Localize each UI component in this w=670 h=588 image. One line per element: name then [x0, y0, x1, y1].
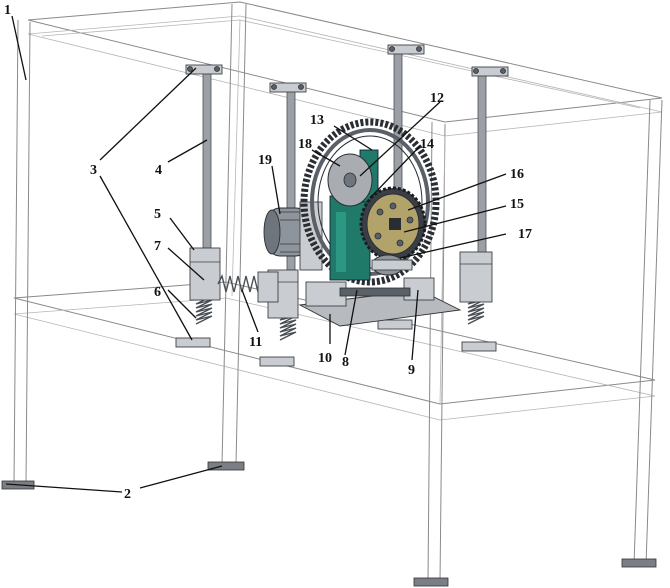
label-14: 14: [420, 137, 434, 152]
label-16: 16: [510, 167, 524, 182]
label-9: 9: [408, 363, 415, 378]
base-assembly: [217, 271, 462, 327]
lead-screws: [185, 44, 509, 271]
leader-lines: [5, 15, 507, 493]
part-labels: 1 2 3 4 5 6 7 8 9 10 11 12 13 14 15 16 1…: [4, 3, 532, 502]
label-3: 3: [90, 163, 97, 178]
pulley: [327, 153, 373, 207]
label-19: 19: [258, 153, 272, 168]
motor: [263, 201, 323, 271]
label-1: 1: [4, 3, 11, 18]
label-4: 4: [155, 163, 162, 178]
springs: [175, 295, 497, 367]
label-10: 10: [318, 351, 332, 366]
label-8: 8: [342, 355, 349, 370]
label-7: 7: [154, 239, 161, 254]
disk: [359, 186, 427, 262]
label-2: 2: [124, 487, 131, 502]
pinion-gear: [371, 254, 413, 276]
label-13: 13: [310, 113, 324, 128]
label-17: 17: [518, 227, 532, 242]
label-6: 6: [154, 285, 161, 300]
label-15: 15: [510, 197, 524, 212]
label-18: 18: [298, 137, 312, 152]
label-5: 5: [154, 207, 161, 222]
label-11: 11: [249, 335, 262, 350]
label-12: 12: [430, 91, 444, 106]
